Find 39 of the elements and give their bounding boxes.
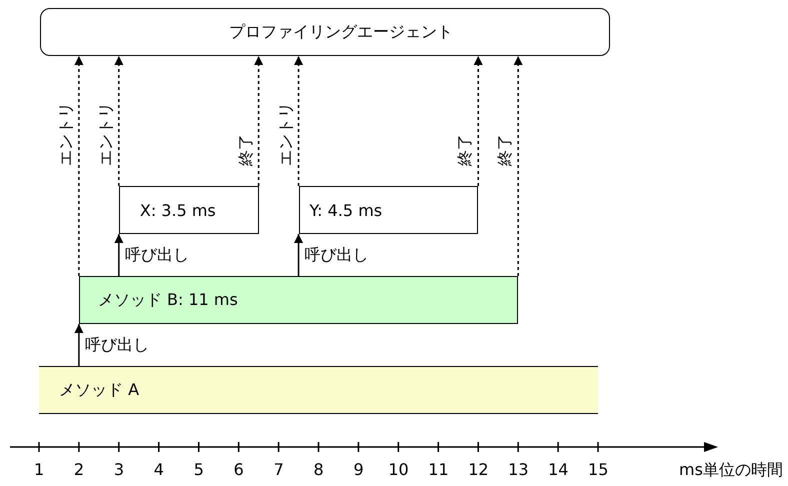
tick-label: 1 <box>34 460 44 480</box>
edge-label: 呼び出し <box>304 245 369 265</box>
edge-label: エントリ <box>96 102 116 166</box>
arrow <box>474 56 483 186</box>
edge-label: 呼び出し <box>84 335 149 355</box>
arrow <box>294 56 304 186</box>
agent-box: プロファイリングエージェント <box>40 8 610 56</box>
arrow <box>74 56 84 276</box>
tick-label: 6 <box>234 460 244 480</box>
edge-label: 終了 <box>455 134 476 166</box>
arrow <box>114 56 124 186</box>
tick-label: 2 <box>74 460 84 480</box>
arrow <box>114 234 124 276</box>
edge-label: 終了 <box>495 134 516 166</box>
edge-label: 終了 <box>236 134 256 166</box>
axis-title: ms単位の時間 <box>679 460 783 480</box>
tick-label: 14 <box>548 460 568 480</box>
tick-label: 11 <box>428 460 449 480</box>
tick-label: 15 <box>588 460 608 480</box>
tick-label: 13 <box>508 460 529 480</box>
tick-label: 9 <box>353 460 364 480</box>
method-bar: X: 3.5 ms <box>118 186 259 234</box>
arrow <box>254 56 264 186</box>
tick-label: 12 <box>468 460 489 480</box>
arrow <box>294 234 304 276</box>
tick-label: 8 <box>314 460 324 480</box>
tick-label: 5 <box>194 460 204 480</box>
tick-label: 3 <box>114 460 124 480</box>
edge-label: エントリ <box>276 102 296 166</box>
edge-label: 呼び出し <box>124 245 189 265</box>
arrow <box>74 324 84 366</box>
tick-label: 4 <box>154 460 164 480</box>
method-bar: メソッド B: 11 ms <box>78 276 518 324</box>
tick-label: 10 <box>388 460 409 480</box>
tick-label: 7 <box>274 460 284 480</box>
method-bar: Y: 4.5 ms <box>298 186 478 234</box>
method-bar: メソッド A <box>39 366 598 414</box>
edge-label: エントリ <box>56 102 76 166</box>
arrow <box>514 56 523 276</box>
